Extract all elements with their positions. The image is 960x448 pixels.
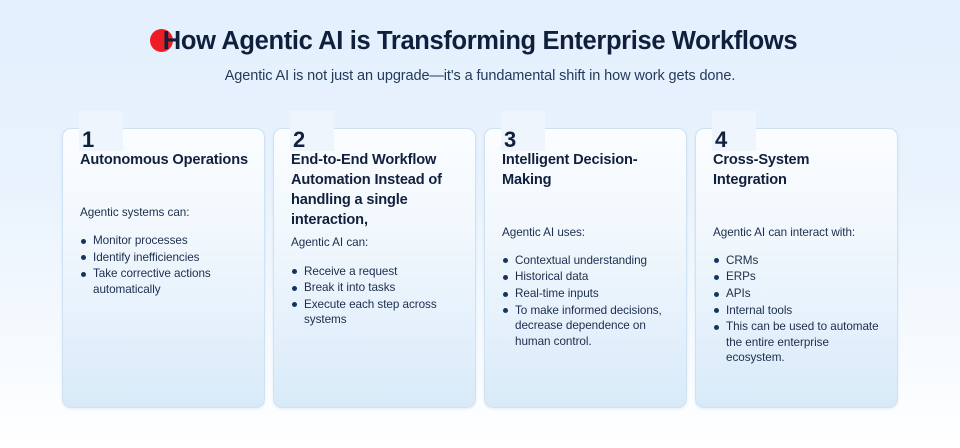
card-number-label: 2 <box>293 127 305 152</box>
card-lead: Agentic systems can: <box>80 205 190 219</box>
list-item: Monitor processes <box>80 233 248 249</box>
card-title: Intelligent Decision-Making <box>502 152 638 188</box>
page-subtitle: Agentic AI is not just an upgrade—it's a… <box>224 68 736 85</box>
red-dot-icon <box>149 29 173 52</box>
list-item: Break it into tasks <box>291 280 459 296</box>
card-title: Cross-System Integration <box>713 152 810 188</box>
page-title: How Agentic AI is Transforming Enterpris… <box>162 27 798 55</box>
card-bullet-list: CRMs ERPs APIs Internal tools This can b… <box>713 253 881 366</box>
card-lead: Agentic AI uses: <box>502 225 586 239</box>
list-item: Contextual understanding <box>502 253 670 269</box>
card-4[interactable]: 4 Cross-System Integration Agentic AI ca… <box>695 111 898 408</box>
list-item: To make informed decisions, decrease dep… <box>502 303 670 350</box>
list-item: This can be used to automate the entire … <box>713 319 881 366</box>
card-title: Autonomous Operations <box>80 152 248 168</box>
cards-row: 1 Autonomous Operations Agentic systems … <box>62 111 898 408</box>
card-bullet-list: Receive a request Break it into tasks Ex… <box>291 264 459 328</box>
card-1[interactable]: 1 Autonomous Operations Agentic systems … <box>62 111 265 408</box>
card-2[interactable]: 2 End-to-End Workflow Automation Instead… <box>273 111 476 408</box>
card-number-label: 3 <box>504 127 516 152</box>
list-item: Identify inefficiencies <box>80 250 248 266</box>
card-number-badge: 4 <box>712 111 756 151</box>
card-bullet-list: Contextual understanding Historical data… <box>502 253 670 349</box>
slide-header: How Agentic AI is Transforming Enterpris… <box>0 0 960 86</box>
title-block: How Agentic AI is Transforming Enterpris… <box>149 27 798 56</box>
list-item: Internal tools <box>713 303 881 319</box>
card-number-badge: 1 <box>79 111 123 151</box>
card-number-badge: 3 <box>501 111 545 151</box>
card-lead: Agentic AI can: <box>291 236 369 250</box>
list-item: APIs <box>713 286 881 302</box>
card-bullet-list: Monitor processes Identify inefficiencie… <box>80 233 248 297</box>
card-3[interactable]: 3 Intelligent Decision-Making Agentic AI… <box>484 111 687 408</box>
card-number-badge: 2 <box>290 111 334 151</box>
card-number-label: 1 <box>82 127 94 152</box>
list-item: Historical data <box>502 269 670 285</box>
list-item: ERPs <box>713 269 881 285</box>
list-item: Execute each step across systems <box>291 297 459 328</box>
list-item: Take corrective actions automatically <box>80 266 248 297</box>
list-item: Receive a request <box>291 264 459 280</box>
list-item: CRMs <box>713 253 881 269</box>
card-number-label: 4 <box>715 127 727 152</box>
list-item: Real-time inputs <box>502 286 670 302</box>
card-lead: Agentic AI can interact with: <box>713 225 856 239</box>
card-title: End-to-End Workflow Automation Instead o… <box>291 152 442 228</box>
